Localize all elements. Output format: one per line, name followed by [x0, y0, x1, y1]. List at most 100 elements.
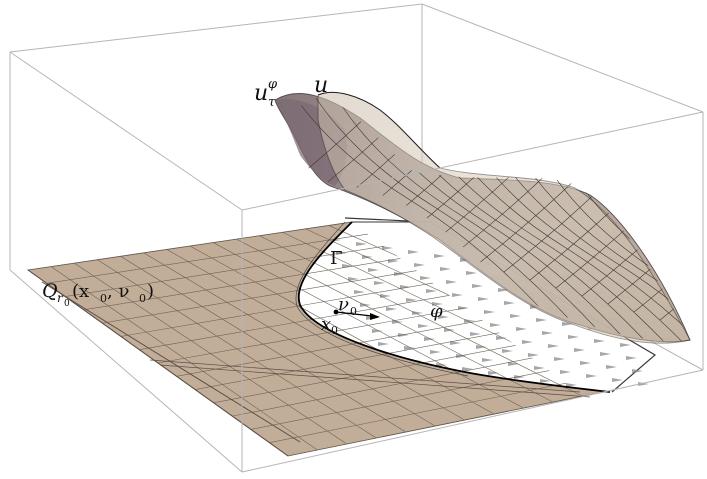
vector-field-arrow [420, 276, 431, 280]
vector-field-arrow [424, 337, 435, 341]
vector-field-arrow [562, 322, 573, 326]
vector-field-arrow [606, 365, 617, 369]
svg-text:0: 0 [100, 292, 107, 305]
vector-field-arrow [452, 293, 463, 297]
surface-mesh-line [523, 161, 690, 341]
vector-field-arrow [478, 297, 489, 301]
vector-field-arrow [342, 264, 353, 268]
vector-field-arrow [496, 336, 507, 340]
surface-mesh-line [300, 94, 431, 201]
label-nu0: ν 0 [338, 294, 357, 318]
svg-text:τ: τ [268, 95, 276, 110]
surface-mesh-line [685, 177, 690, 329]
svg-text:ν: ν [338, 294, 349, 315]
vector-field-arrow [386, 307, 397, 311]
vector-field-arrow [504, 301, 515, 305]
label-gamma: Γ [330, 248, 343, 269]
vector-field-arrow [456, 354, 467, 358]
svg-text:r: r [57, 291, 64, 305]
surface-mesh-line [607, 153, 690, 305]
vector-field-arrow [368, 268, 379, 272]
vector-field-arrow [380, 294, 391, 298]
vector-field-arrow [566, 383, 577, 387]
surface-mesh-line [300, 94, 561, 331]
vector-field-arrow [514, 375, 525, 379]
vector-field-arrow [586, 374, 597, 378]
label-q-r0: Q r 0 (x 0 , ν 0 ) [42, 280, 154, 309]
vector-field-arrow [502, 349, 513, 353]
vector-field-arrow [534, 366, 545, 370]
vector-field-arrow [620, 343, 631, 347]
vector-field-arrow [430, 350, 441, 354]
vector-field-arrow [382, 246, 393, 250]
vector-field-arrow [450, 341, 461, 345]
surface-mesh-line [315, 97, 587, 339]
vector-field-arrow [542, 331, 553, 335]
floor-grid-line [259, 235, 583, 397]
surface-mesh-line [497, 153, 690, 341]
vector-field-arrow [632, 369, 643, 373]
vector-field-arrow [348, 277, 359, 281]
vector-field-arrow [508, 362, 519, 366]
vector-field-arrow [568, 335, 579, 339]
label-u: u [314, 73, 328, 98]
floor-grid-line [250, 350, 583, 430]
svg-text:x: x [321, 314, 331, 335]
vector-field-arrow [404, 346, 415, 350]
vector-field-arrow [426, 289, 437, 293]
vector-field-arrow [438, 315, 449, 319]
svg-text:0: 0 [331, 324, 338, 337]
vector-field-arrow [516, 327, 527, 331]
vector-field-arrow [626, 356, 637, 360]
label-x0: x 0 [321, 314, 338, 337]
vector-field-arrow [414, 263, 425, 267]
gamma-curve [297, 221, 611, 393]
vector-field-arrow [434, 254, 445, 258]
vector-field-arrow [638, 382, 649, 386]
vector-field-arrow [600, 352, 611, 356]
vector-field-arrow [440, 267, 451, 271]
vector-field-arrow [462, 367, 473, 371]
vector-field-arrow [488, 371, 499, 375]
bounding-box-front [9, 51, 704, 473]
vector-field-arrow [372, 329, 383, 333]
vector-field-arrow [594, 339, 605, 343]
vector-field-arrow [574, 348, 585, 352]
svg-text:u: u [254, 81, 268, 106]
svg-text:0: 0 [350, 305, 357, 318]
vector-field-arrow [490, 323, 501, 327]
vector-field-arrow [466, 271, 477, 275]
svg-text:, ν: , ν [107, 281, 129, 302]
svg-text:): ) [147, 281, 154, 302]
svg-text:Q: Q [42, 280, 58, 302]
vector-field-arrow [522, 340, 533, 344]
svg-text:0: 0 [64, 299, 70, 309]
svg-text:0: 0 [139, 292, 146, 305]
normal-vector [333, 309, 380, 320]
label-u-tau-phi: u φ τ [254, 77, 278, 110]
vector-field-arrow [580, 361, 591, 365]
vector-field-arrow [374, 281, 385, 285]
vector-field-arrow [408, 250, 419, 254]
vector-field-arrow [470, 332, 481, 336]
vector-field-arrow [540, 379, 551, 383]
vector-field-arrow [476, 345, 487, 349]
surface-mesh-line [471, 145, 690, 341]
vector-field-arrow [528, 353, 539, 357]
floor-grid-line [269, 360, 583, 444]
vector-field-arrow [612, 378, 623, 382]
floor-grid-line [213, 242, 524, 409]
vector-field-arrow [498, 288, 509, 292]
vector-field-arrow [548, 344, 559, 348]
vector-field-arrow [464, 319, 475, 323]
svg-text:(x: (x [72, 281, 89, 302]
vector-field-arrow [418, 324, 429, 328]
floor-border [27, 269, 591, 457]
vector-field-arrow [472, 284, 483, 288]
vector-field-arrow [554, 357, 565, 361]
vector-field-arrow [394, 272, 405, 276]
label-phi: φ [430, 301, 443, 322]
vector-field-arrow [406, 298, 417, 302]
vector-field-arrow [378, 342, 389, 346]
